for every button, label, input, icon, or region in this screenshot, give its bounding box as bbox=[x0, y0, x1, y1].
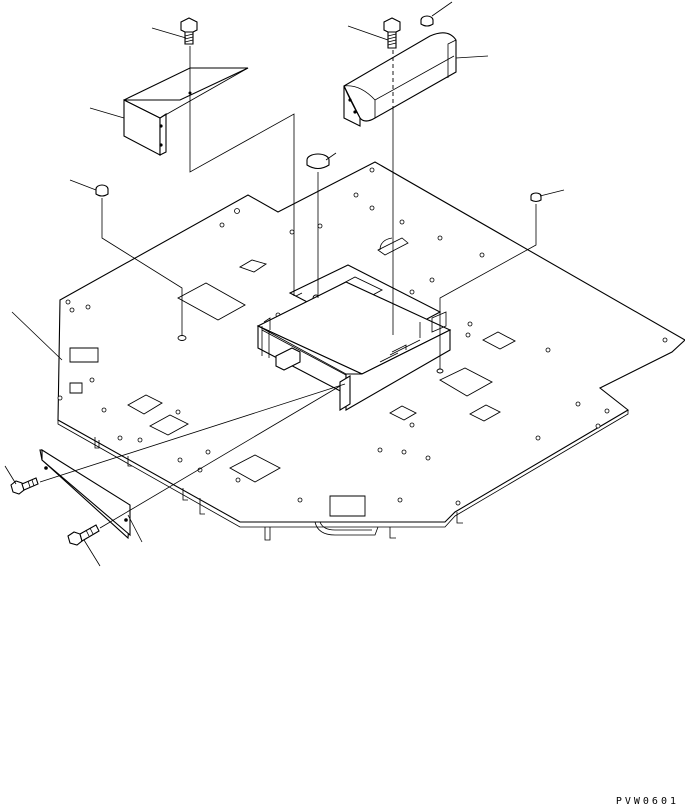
bolt-front-lower bbox=[67, 524, 100, 546]
cover-right bbox=[343, 32, 457, 127]
bolt-front-upper bbox=[10, 477, 39, 495]
plug-center bbox=[306, 153, 330, 170]
bolt-top-left bbox=[180, 17, 198, 45]
bolt-top-right bbox=[383, 17, 401, 49]
assembly-lines bbox=[39, 46, 537, 529]
center-console-box bbox=[256, 264, 452, 411]
plug-right bbox=[530, 192, 542, 203]
leader-lines bbox=[4, 1, 565, 567]
front-plate bbox=[39, 449, 131, 540]
plug-left bbox=[95, 184, 109, 197]
cover-left bbox=[123, 67, 249, 156]
cap-top-right bbox=[420, 15, 434, 27]
figure-code: PVW0601 bbox=[615, 796, 679, 807]
